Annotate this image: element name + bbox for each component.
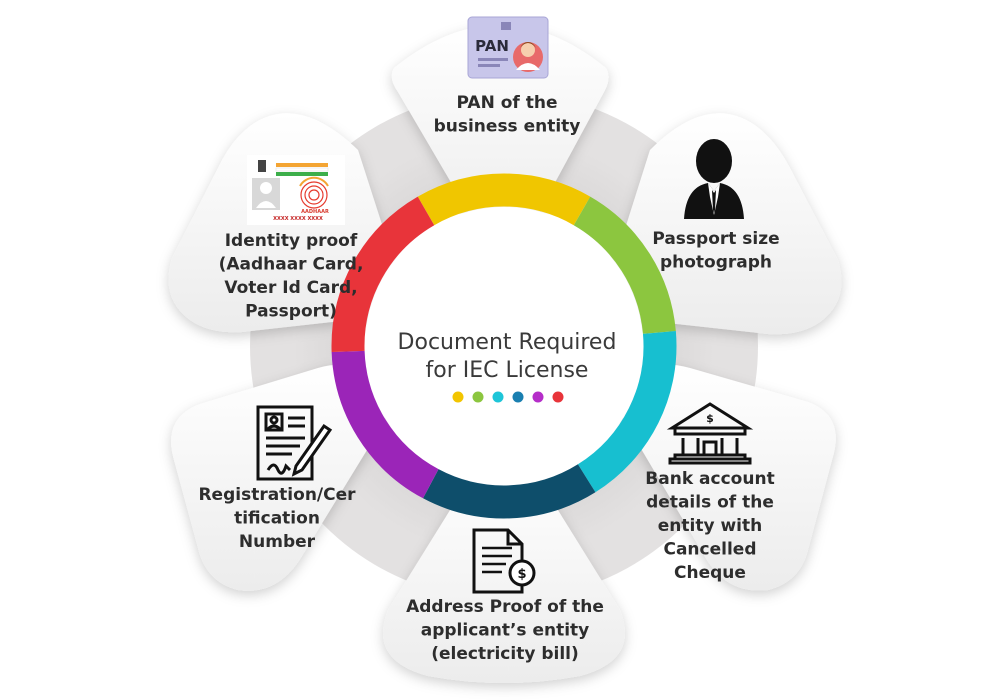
center-title-line-1: Document Required [398,330,617,355]
label-registration-line: Number [239,532,316,552]
label-bank-line: details of the [646,493,774,513]
aadhaar-card-icon: AADHAAR XXXX XXXX XXXX [247,155,345,225]
label-address-line: applicant’s entity [421,621,590,641]
center-dot [532,391,544,403]
label-bank-line: Cheque [674,563,746,583]
label-identity-line: (Aadhaar Card, [219,255,364,275]
person-suit-icon [684,139,744,219]
bank-icon [666,402,754,465]
ring-arc-bottom [423,464,596,519]
bank-dollar-sign: $ [706,412,714,425]
center-dot [452,391,464,403]
label-pan-line: PAN of the [457,93,558,113]
center-circle [365,207,643,485]
certificate-pen-icon [256,405,333,481]
colored-ring [331,173,677,519]
bill-dollar-sign: $ [517,567,526,582]
center-dot [492,391,504,403]
center-dot [512,391,524,403]
petal-pan [391,25,609,244]
label-photo-line: Passport size [652,229,779,249]
ring-arc-left [331,196,435,353]
aadhaar-card-number: XXXX XXXX XXXX [273,216,323,222]
bill-document-icon [472,528,536,594]
center-dot [472,391,484,403]
label-identity-line: Passport) [245,302,337,322]
label-address-line: (electricity bill) [431,644,579,664]
petal-address [383,462,625,683]
ring-arc-top-right [573,196,676,335]
ring-arc-top [417,173,591,226]
ring-arc-right [577,330,677,493]
label-registration-line: tification [234,509,320,529]
center-dots [452,391,564,403]
center-title-line-2: for IEC License [426,358,589,383]
center-dot [552,391,564,403]
label-pan-line: business entity [434,117,581,137]
label-identity-line: Voter Id Card, [224,278,357,298]
aadhaar-card-brand: AADHAAR [301,209,329,215]
petal-photo [609,113,842,335]
label-bank-line: Bank account [645,469,774,489]
label-bank-line: Cancelled [663,540,756,560]
ring-arc-bottom-left [331,350,439,499]
pan-card-icon: PAN [467,16,549,79]
label-identity-line: Identity proof [225,231,358,251]
petal-bank [619,364,836,591]
label-bank-line: entity with [658,516,762,536]
label-photo-line: photograph [660,253,772,273]
label-registration-line: Registration/Cer [198,485,356,505]
pan-card-text: PAN [475,37,509,55]
label-address-line: Address Proof of the [406,597,604,617]
